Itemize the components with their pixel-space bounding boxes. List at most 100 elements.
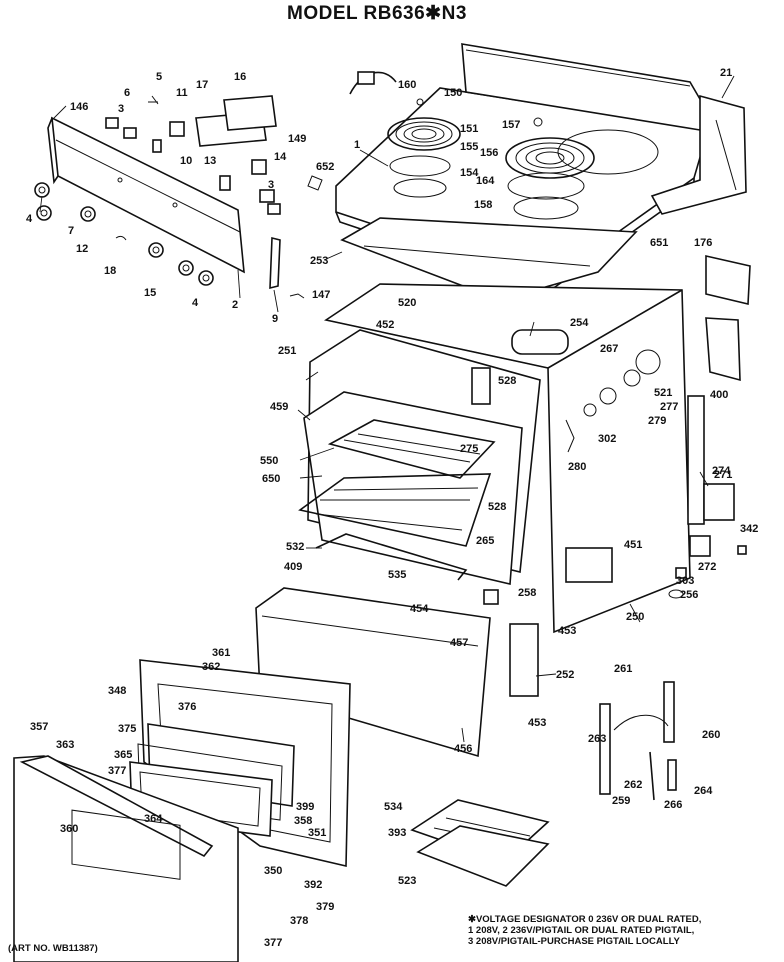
callout-12: 12 — [76, 243, 88, 255]
callout-149: 149 — [288, 133, 306, 145]
callout-379: 379 — [316, 901, 334, 913]
callout-265: 265 — [476, 535, 494, 547]
callout-4: 4 — [26, 213, 33, 225]
callout-256: 256 — [680, 589, 698, 601]
callout-258: 258 — [518, 587, 536, 599]
callout-302: 302 — [598, 433, 616, 445]
footnote-line: 1 208V, 2 236V/PIGTAIL OR DUAL RATED PIG… — [468, 925, 695, 936]
callout-364: 364 — [144, 813, 163, 825]
callout-10: 10 — [180, 155, 192, 167]
callout-160: 160 — [398, 79, 416, 91]
callout-652: 652 — [316, 161, 334, 173]
callout-17: 17 — [196, 79, 208, 91]
callout-266: 266 — [664, 799, 682, 811]
surface-elements — [387, 98, 595, 220]
callout-360: 360 — [60, 823, 78, 835]
callout-250: 250 — [626, 611, 644, 623]
callout-362: 362 — [202, 661, 220, 673]
callout-521: 521 — [654, 387, 672, 399]
callout-365: 365 — [114, 749, 132, 761]
callout-21: 21 — [720, 67, 732, 79]
callout-263: 263 — [588, 733, 606, 745]
callout-453: 453 — [558, 625, 576, 637]
callout-14: 14 — [274, 151, 287, 163]
callout-262: 262 — [624, 779, 642, 791]
callout-146: 146 — [70, 101, 88, 113]
callout-377: 377 — [264, 937, 282, 949]
callout-456: 456 — [454, 743, 472, 755]
callout-18: 18 — [104, 265, 116, 277]
callout-303: 303 — [676, 575, 694, 587]
art-number: (ART NO. WB11387) — [8, 943, 98, 954]
callout-520: 520 — [398, 297, 416, 309]
callout-377: 377 — [108, 765, 126, 777]
callout-528: 528 — [488, 501, 506, 513]
callout-451: 451 — [624, 539, 642, 551]
diagram-title: MODEL RB636✱N3 — [287, 3, 467, 24]
callout-454: 454 — [410, 603, 429, 615]
voltage-footnote: ✱VOLTAGE DESIGNATOR 0 236V OR DUAL RATED… — [468, 914, 701, 947]
callout-351: 351 — [308, 827, 326, 839]
callout-550: 550 — [260, 455, 278, 467]
callout-154: 154 — [460, 167, 479, 179]
door-hinges — [599, 681, 677, 801]
callout-275: 275 — [460, 443, 478, 455]
range-cabinet — [323, 283, 691, 634]
callout-5: 5 — [156, 71, 162, 83]
callout-15: 15 — [144, 287, 156, 299]
callout-280: 280 — [568, 461, 586, 473]
callout-3: 3 — [268, 179, 274, 191]
callout-260: 260 — [702, 729, 720, 741]
callout-16: 16 — [234, 71, 246, 83]
callout-393: 393 — [388, 827, 406, 839]
callout-399: 399 — [296, 801, 314, 813]
callout-452: 452 — [376, 319, 394, 331]
callout-274: 274 — [712, 465, 731, 477]
callout-9: 9 — [272, 313, 278, 325]
callout-158: 158 — [474, 199, 492, 211]
callout-350: 350 — [264, 865, 282, 877]
callout-378: 378 — [290, 915, 308, 927]
callout-782: 782 — [0, 0, 18, 3]
footnote-line: 3 208V/PIGTAIL-PURCHASE PIGTAIL LOCALLY — [468, 936, 680, 947]
callout-271: 271 — [714, 469, 732, 481]
callout-6: 6 — [124, 87, 130, 99]
callout-651: 651 — [650, 237, 668, 249]
callout-150: 150 — [444, 87, 462, 99]
callout-409: 409 — [284, 561, 302, 573]
oven-liner — [303, 329, 541, 585]
callout-157: 157 — [502, 119, 520, 131]
callout-252: 252 — [556, 669, 574, 681]
callout-11: 11 — [176, 87, 188, 99]
callout-459: 459 — [270, 401, 288, 413]
callout-528: 528 — [498, 375, 516, 387]
callout-532: 532 — [286, 541, 304, 553]
switch-parts — [105, 95, 305, 299]
callout-7: 7 — [68, 225, 74, 237]
callout-3: 3 — [118, 103, 124, 115]
callout-leaders — [39, 75, 735, 743]
terminal-block — [668, 254, 751, 599]
callout-650: 650 — [262, 473, 280, 485]
callout-156: 156 — [480, 147, 498, 159]
callout-342: 342 — [740, 523, 758, 535]
callout-534: 534 — [384, 801, 403, 813]
callout-147: 147 — [312, 289, 330, 301]
footnote-line: ✱VOLTAGE DESIGNATOR 0 236V OR DUAL RATED… — [468, 914, 702, 925]
callout-363: 363 — [56, 739, 74, 751]
oven-racks — [298, 419, 496, 581]
callout-259: 259 — [612, 795, 630, 807]
callout-254: 254 — [570, 317, 589, 329]
callout-2: 2 — [232, 299, 238, 311]
callout-176: 176 — [694, 237, 712, 249]
back-panel — [650, 94, 747, 215]
callout-155: 155 — [460, 141, 478, 153]
callout-253: 253 — [310, 255, 328, 267]
callout-261: 261 — [614, 663, 632, 675]
callout-267: 267 — [600, 343, 618, 355]
callout-535: 535 — [388, 569, 406, 581]
callout-272: 272 — [698, 561, 716, 573]
